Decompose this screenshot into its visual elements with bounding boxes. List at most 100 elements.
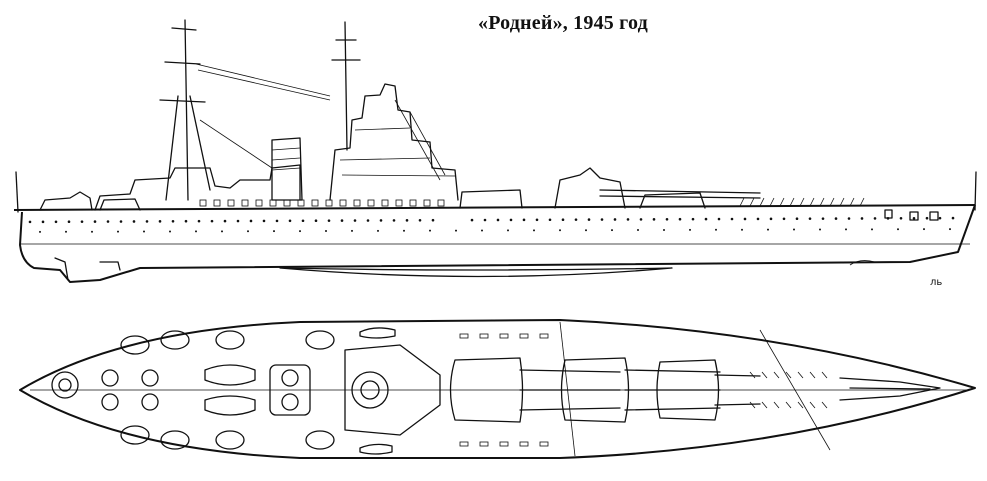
- porthole: [561, 218, 565, 221]
- porthole: [626, 218, 630, 221]
- porthole: [169, 230, 171, 233]
- deck-fitting: [395, 199, 403, 207]
- funnel-plan: [269, 364, 311, 416]
- bridge-plan: [344, 344, 441, 436]
- porthole: [119, 220, 123, 223]
- porthole: [585, 229, 587, 232]
- secondary-turrets: [101, 330, 335, 450]
- porthole: [652, 218, 656, 221]
- secondary-turret: [305, 430, 335, 450]
- hatch: [499, 333, 509, 339]
- turret-a-plan: [449, 357, 621, 423]
- porthole: [535, 218, 539, 222]
- porthole: [691, 217, 695, 221]
- porthole: [132, 220, 136, 223]
- bollard: [785, 371, 792, 379]
- porthole: [392, 219, 396, 222]
- turret-x-plan: [656, 359, 761, 421]
- porthole: [639, 218, 643, 221]
- bollard: [761, 371, 768, 379]
- porthole: [793, 228, 795, 231]
- porthole: [860, 217, 864, 220]
- bow-flagstaff: [15, 171, 19, 213]
- porthole: [262, 219, 266, 223]
- porthole: [574, 218, 578, 221]
- plan-deck-fittings: [459, 333, 828, 447]
- boat-1: [204, 364, 256, 386]
- secondary-turret: [215, 430, 245, 450]
- secondary-turret: [160, 430, 190, 450]
- stern-flagstaff: [974, 171, 977, 211]
- porthole: [41, 220, 45, 224]
- bollard: [785, 401, 792, 409]
- forward-superstructure: [94, 164, 301, 211]
- hatch: [539, 333, 549, 339]
- porthole: [54, 220, 58, 224]
- porthole: [899, 217, 903, 220]
- boat-4: [359, 443, 393, 455]
- deck-fitting: [199, 199, 207, 207]
- porthole: [67, 220, 71, 224]
- hatch: [479, 441, 489, 447]
- porthole: [951, 216, 955, 220]
- aa-mount: [141, 369, 159, 387]
- aft-gun-barrel: [599, 189, 761, 194]
- porthole: [39, 230, 41, 233]
- porthole: [834, 217, 838, 220]
- porthole: [405, 219, 409, 222]
- porthole: [678, 217, 682, 221]
- aa-mount: [141, 393, 159, 411]
- porthole: [366, 219, 370, 222]
- porthole: [210, 219, 214, 223]
- deck-fitting: [367, 199, 375, 207]
- porthole: [730, 217, 734, 221]
- deck-fitting: [213, 199, 221, 207]
- bridge-tower: [329, 83, 459, 201]
- turret-b-side: [99, 198, 141, 211]
- stanchion: [759, 197, 765, 207]
- main-deck-line: [13, 204, 976, 211]
- porthole: [923, 228, 925, 231]
- porthole: [847, 217, 851, 220]
- deck-fitting: [227, 199, 235, 207]
- bollard: [749, 401, 756, 409]
- plan-view: [19, 319, 976, 459]
- stanchion: [799, 197, 805, 207]
- porthole: [663, 228, 665, 231]
- bollard: [773, 401, 780, 409]
- porthole: [483, 218, 487, 222]
- hull-outline: [19, 204, 976, 283]
- porthole: [938, 216, 942, 220]
- stanchion: [819, 197, 825, 207]
- stanchion: [809, 197, 815, 207]
- porthole: [223, 219, 227, 223]
- porthole: [158, 220, 162, 223]
- stern-capstan: [51, 371, 79, 399]
- porthole: [93, 220, 97, 223]
- deck-fitting: [241, 199, 249, 207]
- porthole: [327, 219, 331, 222]
- deck-fitting: [269, 199, 277, 207]
- bollard: [821, 371, 828, 379]
- drawing-title: «Родней», 1945 год: [478, 12, 648, 34]
- porthole: [195, 230, 197, 233]
- porthole: [587, 218, 591, 221]
- porthole: [611, 229, 613, 232]
- porthole: [559, 229, 561, 232]
- porthole: [741, 228, 743, 231]
- deck-fitting: [339, 199, 347, 207]
- secondary-turret: [120, 425, 150, 445]
- porthole: [522, 218, 526, 222]
- porthole: [704, 217, 708, 221]
- bollard: [821, 401, 828, 409]
- porthole: [221, 230, 223, 233]
- porthole: [117, 230, 119, 233]
- porthole: [28, 220, 32, 224]
- porthole: [912, 216, 916, 220]
- deck-fitting: [325, 199, 333, 207]
- porthole: [808, 217, 812, 220]
- hatch: [539, 441, 549, 447]
- deck-fitting: [311, 199, 319, 207]
- porthole: [548, 218, 552, 222]
